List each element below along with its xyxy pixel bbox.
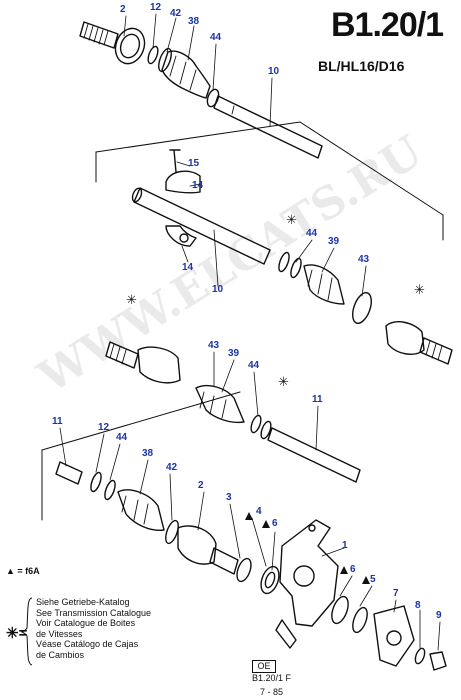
callout-10: 10 — [268, 66, 280, 77]
callout-38: 38 — [188, 16, 200, 27]
callout-2: 2 — [120, 4, 126, 15]
star-marker: ✳ — [278, 374, 289, 389]
callout-4: 4 — [256, 506, 262, 517]
callout-10: 10 — [212, 284, 224, 295]
callout-3: 3 — [226, 492, 232, 503]
callout-14: 14 — [182, 262, 194, 273]
hub-assembly — [55, 461, 447, 671]
callout-7: 7 — [393, 588, 399, 599]
intermediate-shaft-frame — [95, 121, 444, 241]
star-marker: ✳ — [126, 292, 137, 307]
callout-14: 14 — [192, 180, 204, 191]
callout-43: 43 — [358, 254, 370, 265]
callout-5: 5 — [370, 574, 376, 585]
lower-shaft-assembly — [105, 341, 361, 483]
callout-1: 1 — [342, 540, 348, 551]
callout-2: 2 — [198, 480, 204, 491]
callout-42: 42 — [170, 8, 182, 19]
callout-6: 6 — [350, 564, 356, 575]
callout-43: 43 — [208, 340, 220, 351]
diagram-code: B1.20/1 — [331, 6, 444, 44]
callout-42: 42 — [166, 462, 178, 473]
callout-39: 39 — [328, 236, 340, 247]
legend-star-symbol: ✳= — [6, 625, 28, 642]
callout-9: 9 — [436, 610, 442, 621]
callout-44: 44 — [116, 432, 128, 443]
callout-44: 44 — [248, 360, 260, 371]
leader-lines — [59, 13, 441, 651]
intermediate-shaft-assembly — [131, 149, 453, 365]
engine-variants: BL/HL16/D16 — [318, 58, 405, 74]
star-marker: ✳ — [286, 212, 297, 227]
legend-line: Véase Catálogo de Cajas — [36, 639, 139, 650]
callout-44: 44 — [210, 32, 222, 43]
legend-line: Siehe Getriebe-Katalog — [36, 597, 130, 607]
legend-text: Siehe Getriebe-Katalog See Transmission … — [36, 597, 151, 661]
legend-line: de Cambios — [36, 649, 85, 660]
callout-11: 11 — [312, 394, 323, 405]
legend-triangle-note: ▲ = f6A — [6, 566, 40, 576]
callout-11: 11 — [52, 416, 63, 427]
lower-assembly-frame — [41, 391, 241, 521]
callout-12: 12 — [98, 422, 110, 433]
callout-12: 12 — [150, 2, 162, 13]
triangle-markers — [245, 512, 370, 584]
callout-39: 39 — [228, 348, 240, 359]
upper-shaft-assembly — [79, 21, 323, 159]
callout-44: 44 — [306, 228, 318, 239]
callout-15: 15 — [188, 158, 200, 169]
star-marker: ✳ — [414, 282, 425, 297]
callout-6: 6 — [272, 518, 278, 529]
oe-badge: OE — [252, 660, 276, 673]
callout-8: 8 — [415, 600, 421, 611]
legend-line: See Transmission Catalogue — [36, 607, 152, 618]
callout-38: 38 — [142, 448, 154, 459]
footer-date: 7 - 85 — [260, 687, 284, 697]
legend-line: Voir Catalogue de Boites — [36, 618, 136, 629]
legend-line: de Vitesses — [36, 628, 83, 639]
footer-reference: B1.20/1 F — [252, 673, 292, 683]
